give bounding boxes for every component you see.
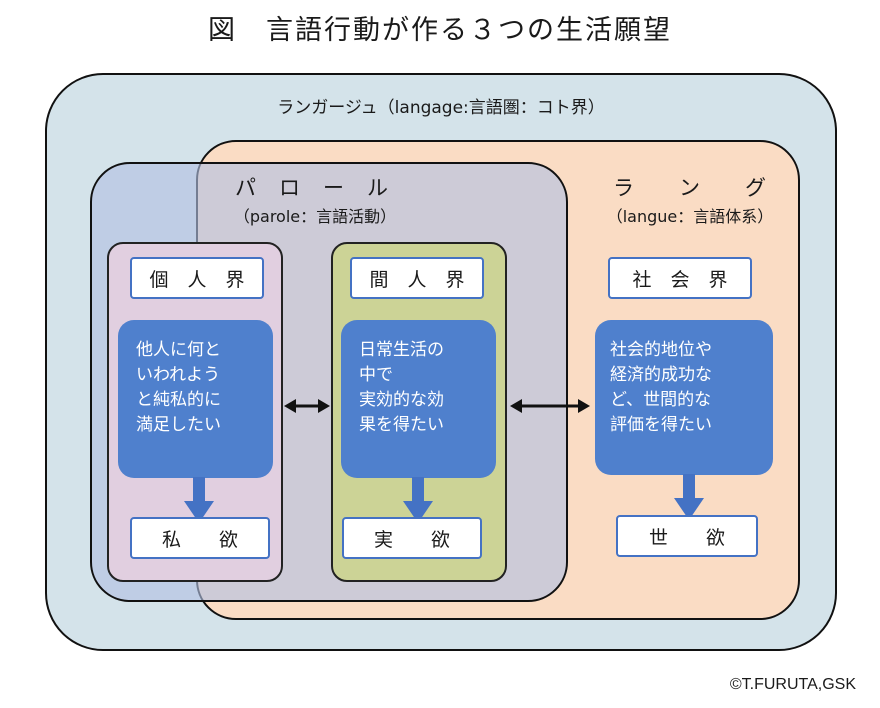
langue-sublabel: （langue：言語体系） — [606, 207, 774, 226]
parole-sublabel: （parole：言語活動） — [233, 207, 397, 226]
parole-label: パ ロ ー ル — [235, 176, 389, 200]
individual-realm-tag: 個 人 界 — [130, 257, 264, 299]
individual-desire-box: 他人に何と いわれよう と純私的に 満足したい — [118, 320, 273, 478]
social-realm-tag: 社 会 界 — [608, 257, 752, 299]
double-arrow-right-icon — [510, 399, 590, 413]
langage-label: ランガージュ（langage:言語圏：コト界） — [277, 98, 605, 118]
social-desire-box: 社会的地位や 経済的成功な ど、世間的な 評価を得たい — [595, 320, 773, 475]
double-arrow-left-icon — [284, 399, 330, 413]
copyright-text: ©T.FURUTA,GSK — [729, 676, 856, 693]
practical-desire-tag: 実 欲 — [342, 517, 482, 559]
interpersonal-desire-box: 日常生活の 中で 実効的な効 果を得たい — [341, 320, 496, 478]
worldly-desire-tag: 世 欲 — [616, 515, 758, 557]
social-down-arrow-icon — [674, 474, 704, 520]
langue-label: ラ ン グ — [613, 176, 767, 200]
private-desire-tag: 私 欲 — [130, 517, 270, 559]
individual-down-arrow-icon — [184, 477, 214, 523]
interpersonal-down-arrow-icon — [403, 477, 433, 523]
page-title: 図 言語行動が作る３つの生活願望 — [208, 15, 672, 46]
interpersonal-realm-tag: 間 人 界 — [350, 257, 484, 299]
